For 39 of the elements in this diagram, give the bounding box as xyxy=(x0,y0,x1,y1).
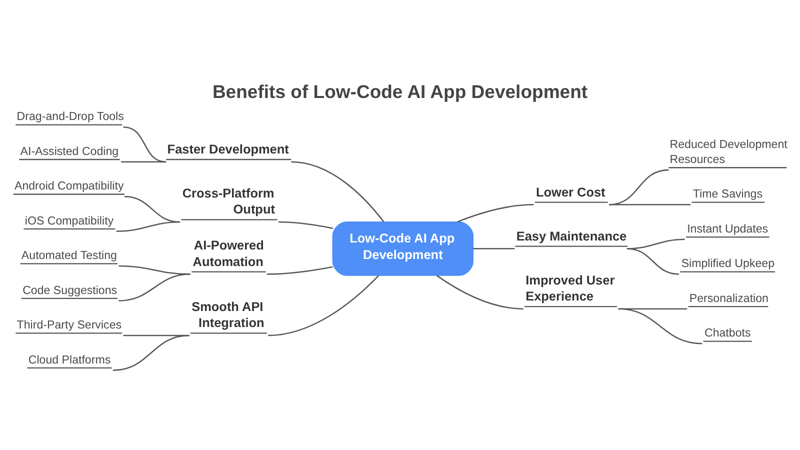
node-text: Cloud Platforms xyxy=(28,354,111,366)
connector xyxy=(436,274,524,309)
node-text: Code Suggestions xyxy=(22,284,118,296)
connector xyxy=(266,266,333,274)
connector xyxy=(618,308,688,309)
node-text: AI-Assisted Coding xyxy=(20,145,119,158)
node-text: Personalization xyxy=(689,292,768,304)
connector xyxy=(278,220,333,229)
node-text: Smooth API Integration xyxy=(192,298,264,330)
connector xyxy=(112,334,190,370)
connector xyxy=(608,204,691,205)
connector xyxy=(116,220,180,232)
node-text: Instant Updates xyxy=(687,222,768,235)
node-text: Chatbots xyxy=(704,327,751,340)
node-text: Improved User Experience xyxy=(526,272,615,304)
node-text: Faster Development xyxy=(167,140,289,156)
node-text: Easy Maintenance xyxy=(516,228,627,243)
node-text: iOS Compatibility xyxy=(24,214,114,227)
node-text: Cross-Platform Output xyxy=(182,184,275,216)
connector xyxy=(124,195,180,222)
node-text: Lower Cost xyxy=(536,184,606,199)
connector xyxy=(618,308,702,344)
diagram-title: Benefits of Low-Code AI App Development xyxy=(212,80,588,102)
connector xyxy=(118,272,190,301)
node-text: Drag-and-Drop Tools xyxy=(16,110,124,123)
node-text: Reduced Development Resources xyxy=(670,138,788,166)
node-text: AI-Powered Automation xyxy=(192,237,264,268)
node-box: Low-Code AI App Development xyxy=(332,220,474,276)
connector xyxy=(291,160,384,222)
connector xyxy=(121,160,166,162)
node-text: Time Savings xyxy=(692,188,763,200)
connector xyxy=(457,204,534,222)
connector xyxy=(268,274,380,336)
node-text: Third-Party Services xyxy=(16,319,122,332)
node-text: Automated Testing xyxy=(21,250,117,262)
node-text: Android Compatibility xyxy=(14,180,124,192)
node-text: Simplified Upkeep xyxy=(681,258,775,270)
connector xyxy=(473,248,515,249)
connector xyxy=(626,248,680,274)
